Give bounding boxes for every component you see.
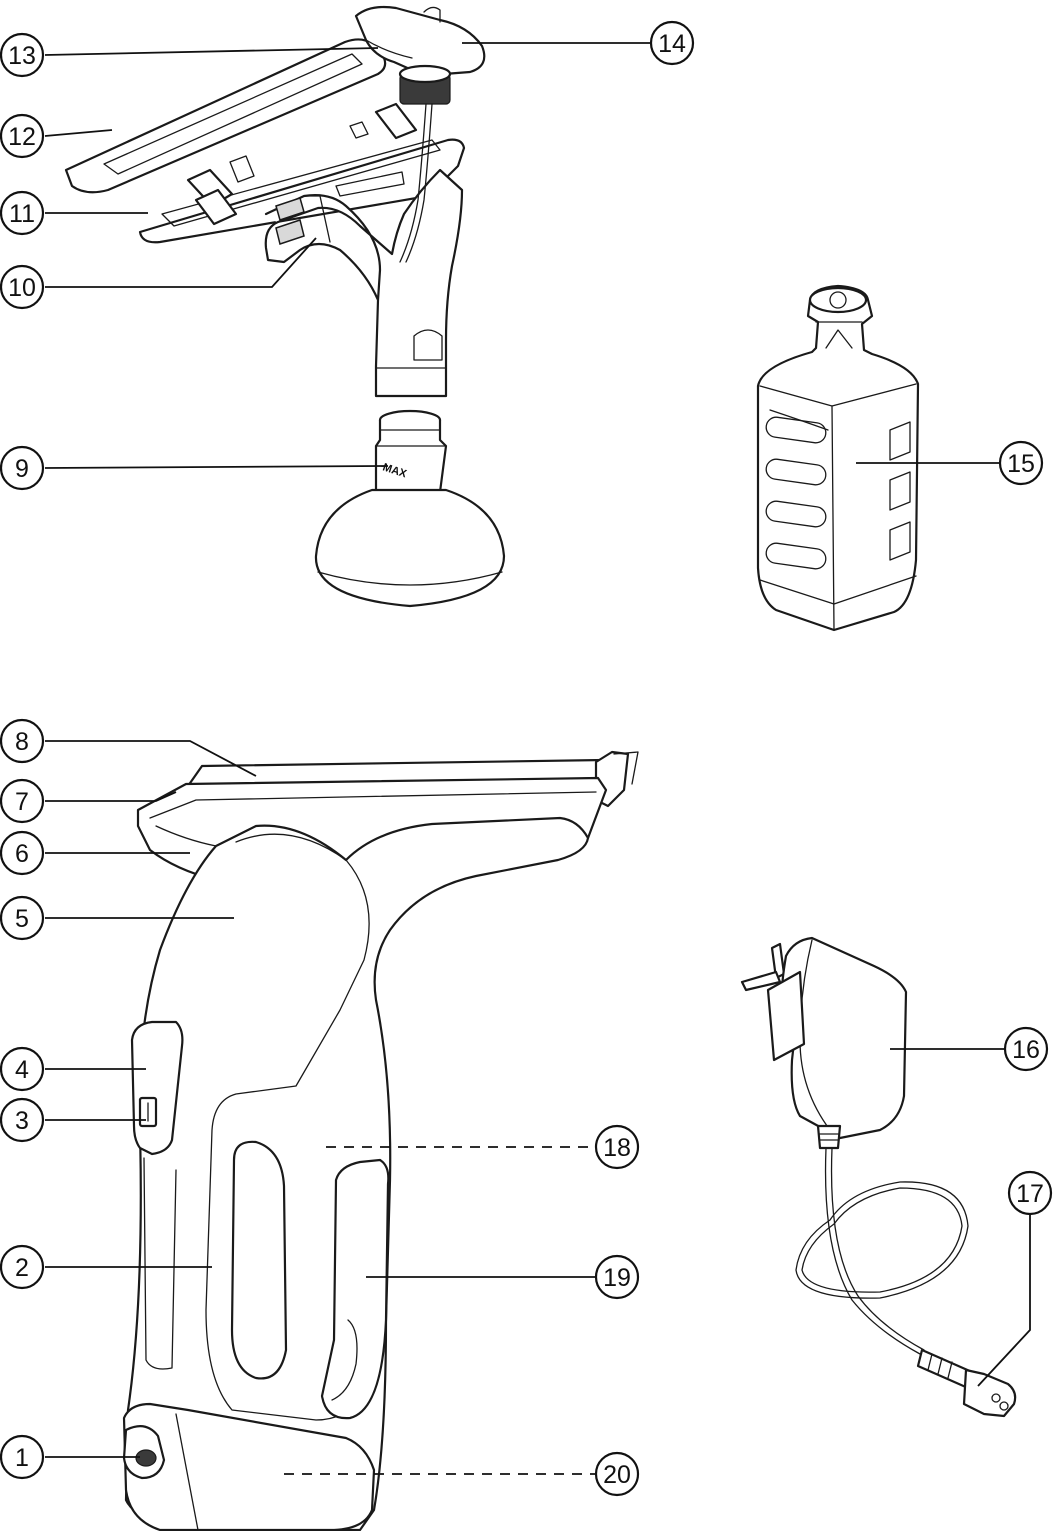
callout-label: 1 [15,1444,29,1472]
callout-label: 14 [658,30,686,58]
callout-15: 15 [998,440,1044,486]
callout-label: 3 [15,1107,29,1135]
callout-label: 7 [15,788,29,816]
callout-label: 18 [603,1134,631,1162]
callout-label: 10 [8,274,36,302]
callout-label: 2 [15,1254,29,1282]
callout-3: 3 [0,1097,45,1143]
callout-label: 15 [1007,450,1035,478]
callout-12: 12 [0,113,45,159]
callout-label: 6 [15,840,29,868]
callout-1: 1 [0,1434,45,1480]
charger [740,936,1017,1418]
callout-4: 4 [0,1046,45,1092]
callout-20: 20 [594,1451,640,1497]
spray-trigger [354,5,486,263]
callout-5: 5 [0,895,45,941]
callout-16: 16 [1003,1026,1049,1072]
callout-label: 19 [603,1264,631,1292]
concentrate-bottle [756,284,920,632]
wiper-frame [138,102,466,244]
callout-10: 10 [0,264,45,310]
callout-17: 17 [1007,1170,1053,1216]
callout-19: 19 [594,1254,640,1300]
callout-label: 8 [15,728,29,756]
callout-label: 16 [1012,1036,1040,1064]
callout-label: 17 [1016,1180,1044,1208]
callout-label: 12 [8,123,36,151]
callout-14: 14 [649,20,695,66]
microfibre-pad [64,38,387,194]
callout-7: 7 [0,778,45,824]
callout-label: 5 [15,905,29,933]
callout-label: 20 [603,1461,631,1489]
callout-label: 9 [15,455,29,483]
callout-8: 8 [0,718,45,764]
spray-bottle: MAX [314,409,506,608]
window-vac [122,750,639,1531]
callout-label: 11 [9,200,35,228]
callout-label: 13 [8,42,36,70]
callout-18: 18 [594,1124,640,1170]
spray-bottle-assembly: MAX [64,5,506,608]
leader-lines [44,42,1031,1475]
callout-11: 11 [0,190,45,236]
callout-9: 9 [0,445,45,491]
callout-2: 2 [0,1244,45,1290]
callout-label: 4 [15,1056,29,1084]
callout-6: 6 [0,830,45,876]
callout-13: 13 [0,32,45,78]
